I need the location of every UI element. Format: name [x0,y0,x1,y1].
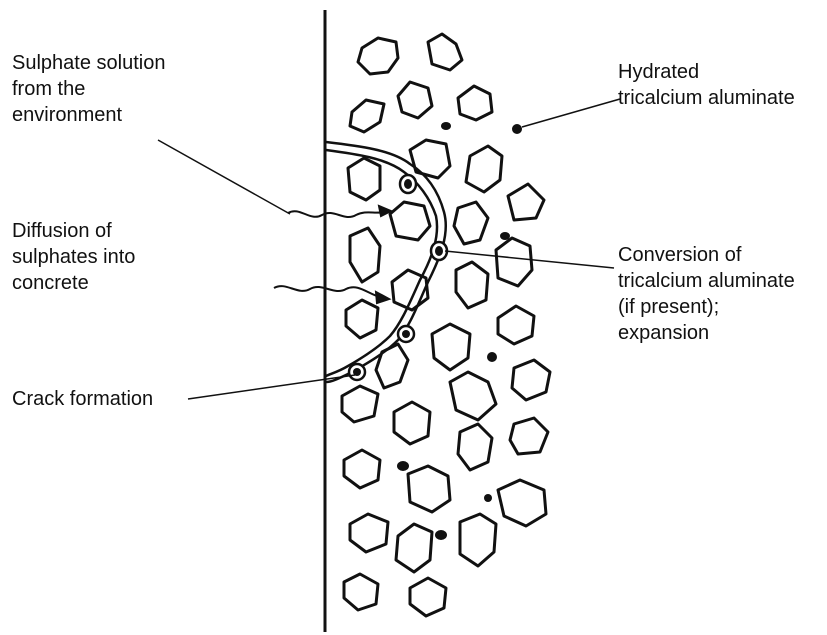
aggregate-particles [342,34,550,616]
aggregate-particle [460,514,496,566]
label-conversion: Conversion of tricalcium aluminate (if p… [618,242,795,346]
leader-line-crack-formation [188,375,355,399]
reaction-nodule-core [402,330,410,338]
aggregate-particle [432,324,470,370]
aggregate-particle [410,578,446,616]
aggregate-particle [410,140,450,178]
crack [326,142,446,382]
aggregate-particle [454,202,488,244]
label-crack-formation: Crack formation [12,386,153,412]
aggregate-particle [458,86,492,120]
aggregate-particle [510,418,548,454]
aggregate-particle [350,514,388,552]
label-line: Hydrated [618,59,795,85]
label-line: Conversion of [618,242,795,268]
tricalcium-aluminate-dot [487,352,497,362]
tricalcium-aluminate-dot [435,530,447,540]
tricalcium-aluminate-dot [512,124,522,134]
leader-line-hydrated [522,99,620,127]
label-line: Sulphate solution [12,50,165,76]
aggregate-particle [396,524,432,572]
tricalcium-aluminate-dot [397,461,409,471]
aggregate-particle [398,82,432,118]
label-line: (if present); [618,294,795,320]
label-line: Diffusion of [12,218,135,244]
tricalcium-aluminate-dot [500,232,510,240]
label-line: from the [12,76,165,102]
label-hydrated-tricalcium-aluminate: Hydrated tricalcium aluminate [618,59,795,111]
label-sulphate-solution: Sulphate solution from the environment [12,50,165,128]
reaction-nodule-core [404,179,412,189]
aggregate-particle [508,184,544,220]
diffusion-arrow-upper [288,211,384,217]
aggregate-particle [466,146,502,192]
diffusion-arrows [274,206,391,303]
aggregate-particle [408,466,450,512]
aggregate-particle [358,38,398,74]
aggregate-particle [394,402,430,444]
aggregate-particle [498,480,546,526]
leader-line-sulphate-solution [158,140,290,214]
diffusion-arrow-lower [274,286,380,297]
aggregate-particle [346,300,378,338]
aggregate-particle [512,360,550,400]
aggregate-particle [376,344,408,388]
aggregate-particle [344,450,380,488]
aggregate-particle [350,100,384,132]
tricalcium-aluminate-dot [484,494,492,502]
label-diffusion: Diffusion of sulphates into concrete [12,218,135,296]
reaction-nodule-core [435,246,443,256]
aggregate-particle [450,372,496,420]
aggregate-particle [390,202,430,240]
label-line: expansion [618,320,795,346]
label-line: tricalcium aluminate [618,268,795,294]
crack-edge-lower [326,150,437,376]
label-line: sulphates into [12,244,135,270]
aggregate-particle [344,574,378,610]
aggregate-particle [498,306,534,344]
aggregate-particle [496,238,532,286]
aggregate-particle [348,158,380,200]
aggregate-particle [342,386,378,422]
label-line: Crack formation [12,386,153,412]
aggregate-particle [350,228,380,282]
diffusion-arrow-lower-head [376,292,389,303]
tricalcium-aluminate-dot [441,122,451,130]
aggregate-particle [456,262,488,308]
label-line: environment [12,102,165,128]
aggregate-particle [428,34,462,70]
leader-lines [158,99,620,399]
label-line: concrete [12,270,135,296]
aggregate-particle [458,424,492,470]
label-line: tricalcium aluminate [618,85,795,111]
